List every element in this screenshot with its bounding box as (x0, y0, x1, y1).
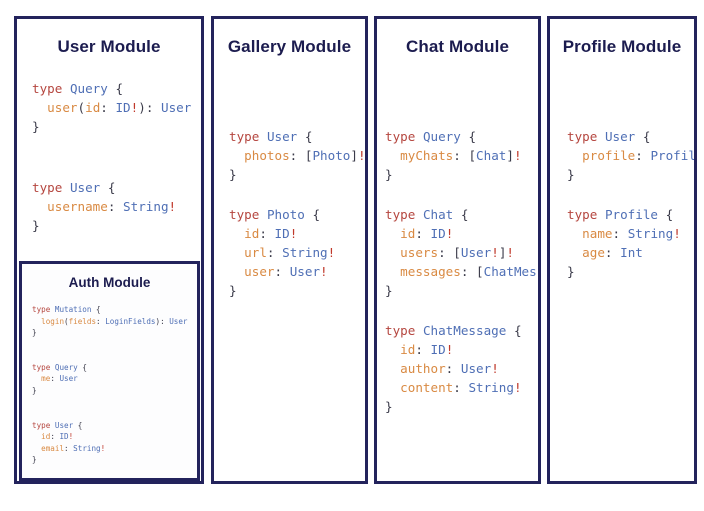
code-block-auth-mutation: type Mutation { login(fields: LoginField… (32, 305, 188, 338)
code-block-user-type: type User { username: String! } (32, 180, 177, 233)
code-block-chat-message: type ChatMessage { id: ID! author: User!… (385, 323, 522, 414)
module-title-auth: Auth Module (68, 275, 151, 290)
code-block-user-query: type Query { user(id: ID!): User } (32, 81, 192, 134)
code-block-chat-chat: type Chat { id: ID! users: [User!]! mess… (385, 207, 538, 298)
code-block-gallery-photo: type Photo { id: ID! url: String! user: … (229, 207, 336, 298)
code-block-auth-query: type Query { me: User } (32, 362, 87, 395)
module-card-user[interactable]: User Module type Query { user(id: ID!): … (14, 16, 204, 484)
module-title-chat: Chat Module (405, 37, 510, 56)
code-block-auth-user: type User { id: ID! email: String! } (32, 420, 106, 465)
module-card-profile[interactable]: Profile Module type User { profile: Prof… (547, 16, 697, 484)
code-block-chat-query: type Query { myChats: [Chat]! } (385, 129, 522, 182)
module-card-gallery[interactable]: Gallery Module type User { photos: [Phot… (211, 16, 368, 484)
module-card-auth[interactable]: Auth Module type Mutation { login(fields… (19, 261, 200, 481)
module-title-profile: Profile Module (562, 37, 682, 56)
code-block-profile-user: type User { profile: Profile! } (567, 129, 696, 182)
module-title-gallery: Gallery Module (227, 37, 352, 56)
code-block-profile-type: type Profile { name: String! age: Int } (567, 207, 681, 279)
code-block-gallery-user: type User { photos: [Photo]! } (229, 129, 366, 182)
module-card-chat[interactable]: Chat Module type Query { myChats: [Chat]… (374, 16, 541, 484)
module-title-user: User Module (57, 37, 161, 56)
